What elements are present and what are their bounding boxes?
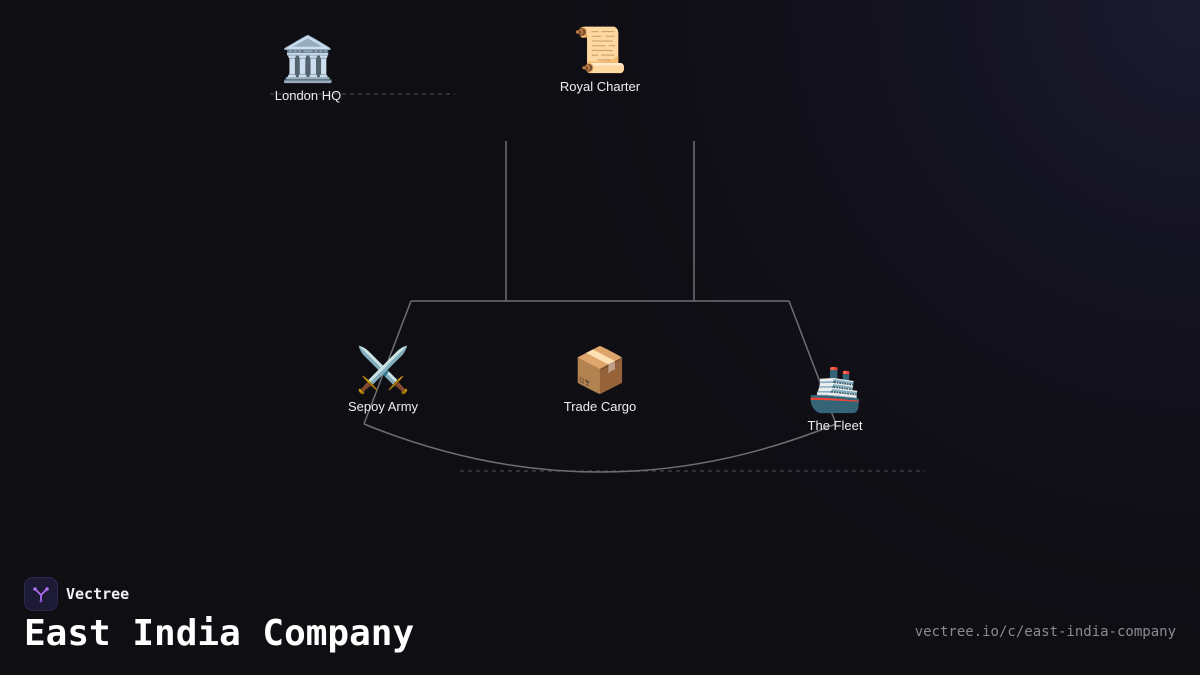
edge-diagonal-left xyxy=(363,300,412,425)
classical-building-icon: 🏛️ xyxy=(280,34,336,85)
crossed-swords-icon: ⚔️ xyxy=(355,345,411,396)
node-label: Sepoy Army xyxy=(347,399,419,414)
page-title: East India Company xyxy=(24,613,415,654)
node-sepoy-army[interactable]: ⚔️ Sepoy Army xyxy=(303,345,463,415)
brand-name: Vectree xyxy=(66,585,130,603)
node-label: Royal Charter xyxy=(559,79,641,94)
node-label: Trade Cargo xyxy=(563,399,637,414)
node-london-hq[interactable]: 🏛️ London HQ xyxy=(228,34,388,104)
page-url[interactable]: vectree.io/c/east-india-company xyxy=(914,624,1176,640)
package-icon: 📦 xyxy=(572,345,628,396)
node-royal-charter[interactable]: 📜 Royal Charter xyxy=(520,25,680,95)
scroll-icon: 📜 xyxy=(572,25,628,76)
brand: Vectree xyxy=(24,577,129,611)
ship-icon: 🚢 xyxy=(807,364,863,415)
node-label: London HQ xyxy=(274,88,342,103)
edge-bottom-arc xyxy=(363,423,837,473)
node-the-fleet[interactable]: 🚢 The Fleet xyxy=(755,364,915,434)
node-label: The Fleet xyxy=(807,418,863,433)
node-trade-cargo[interactable]: 📦 Trade Cargo xyxy=(520,345,680,415)
edge-diagonal-right xyxy=(788,300,837,425)
tree-branch-icon xyxy=(24,577,58,611)
